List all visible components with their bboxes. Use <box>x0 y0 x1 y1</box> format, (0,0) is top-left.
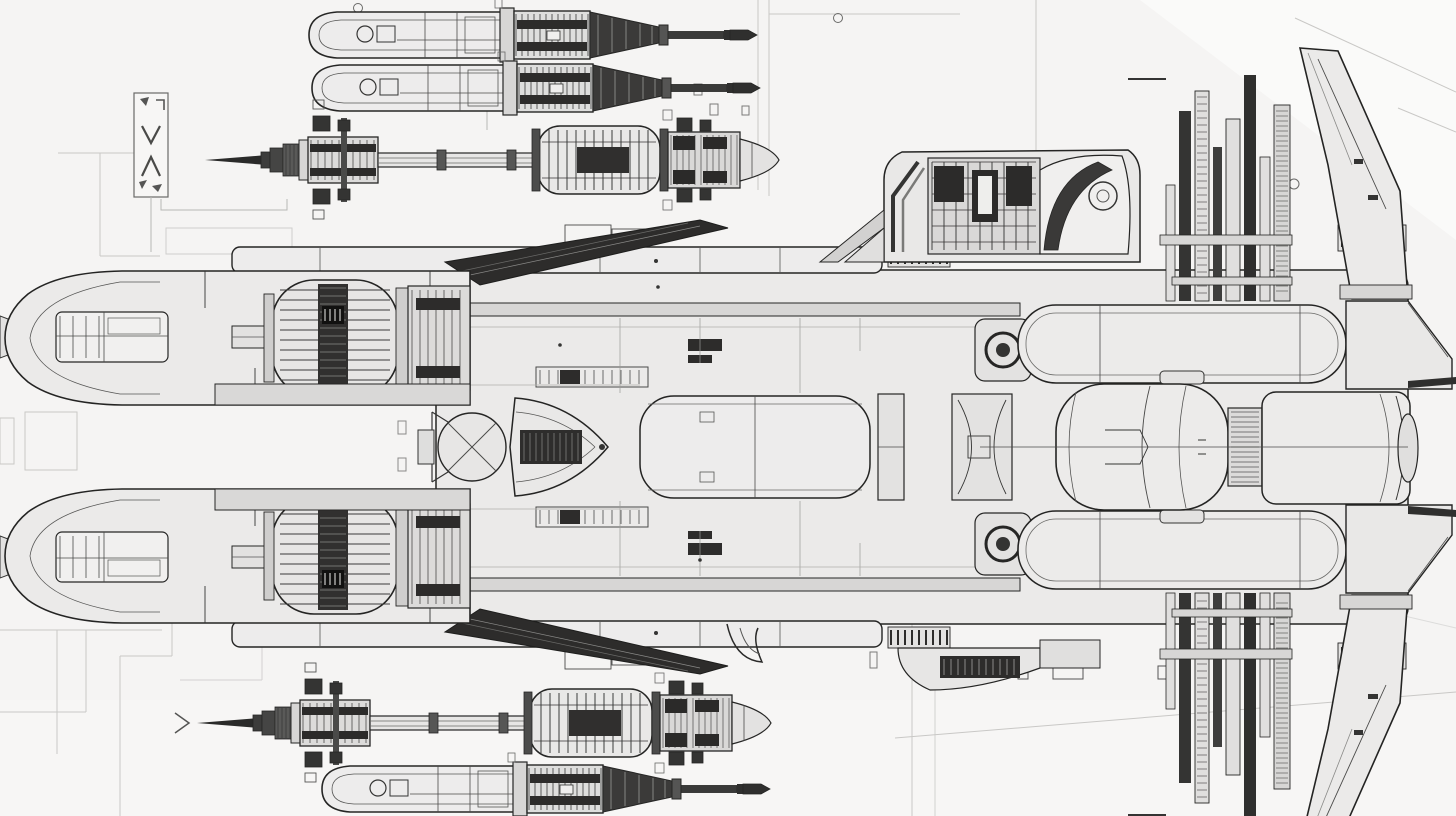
glyph-chevron-up <box>141 154 161 177</box>
glyph-chevron-down <box>141 125 161 146</box>
keel-grille <box>940 656 1020 678</box>
canopy-band <box>1043 161 1113 251</box>
frame-brace <box>957 399 972 495</box>
construction-line <box>1397 107 1456 133</box>
path <box>515 446 596 483</box>
stern-cap <box>1397 413 1419 483</box>
keel-claw-mark <box>726 623 764 663</box>
rivet <box>656 285 660 289</box>
reference-mark <box>833 13 843 23</box>
rect <box>699 411 715 423</box>
spine-core <box>520 430 582 464</box>
rivet <box>698 558 702 562</box>
stern-cylinder <box>1261 391 1411 505</box>
path <box>1379 393 1390 503</box>
cockpit-chevron <box>901 167 926 252</box>
construction-box <box>165 227 293 255</box>
truss-cross <box>447 422 497 472</box>
truss-block <box>417 429 435 465</box>
path <box>515 411 596 448</box>
tick-mark <box>869 651 878 669</box>
console-cell <box>1006 166 1032 206</box>
bow-nacelle-upper <box>4 270 471 406</box>
bow-nacelle-lower <box>4 488 471 624</box>
rect <box>699 471 715 483</box>
glyph-corner <box>152 184 162 192</box>
canopy-emblem <box>1088 181 1118 211</box>
reference-mark <box>741 105 750 116</box>
hatch <box>1231 411 1259 483</box>
spine-tip <box>599 444 605 450</box>
hatch <box>943 659 1015 675</box>
reference-mark <box>709 103 719 116</box>
tick-mark <box>397 420 407 435</box>
console-slot <box>978 176 992 214</box>
rivet <box>558 343 562 347</box>
keel-step <box>1039 639 1101 669</box>
cockpit-chevron <box>891 160 920 252</box>
dimension-bracket <box>160 199 288 211</box>
construction-line <box>1294 17 1456 93</box>
glyph-corner <box>156 99 165 110</box>
stern-spike-fin <box>1408 506 1456 517</box>
console-cell <box>934 166 964 202</box>
glyph-corner <box>139 180 147 189</box>
stern-spike-fin <box>1408 377 1456 388</box>
tick-mark <box>397 457 407 472</box>
construction-box <box>0 417 15 465</box>
pointer-chevron <box>174 712 191 734</box>
canopy-emblem-inner <box>1096 189 1110 203</box>
construction-box <box>24 411 78 471</box>
keel-claw-mark <box>739 627 761 655</box>
glyph-corner <box>140 97 149 106</box>
hatch <box>523 433 579 461</box>
cockpit-fairing <box>843 226 885 263</box>
